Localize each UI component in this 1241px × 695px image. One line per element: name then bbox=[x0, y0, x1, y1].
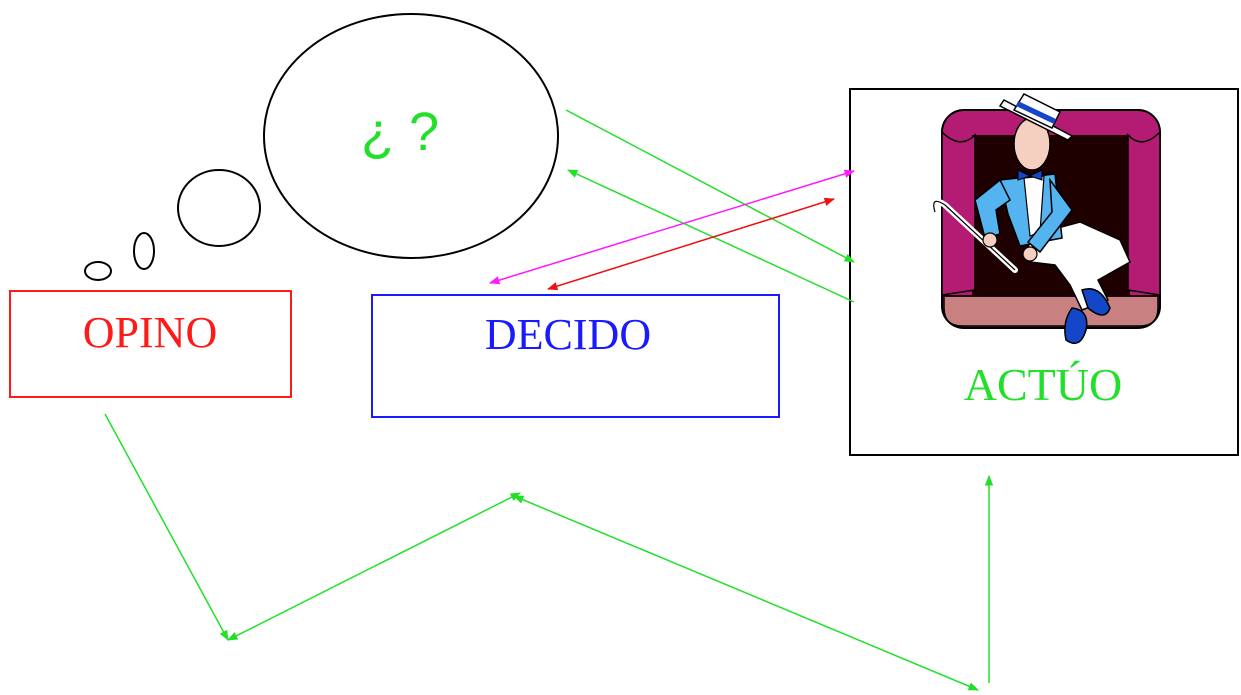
arrow-decido-actuo-red bbox=[546, 197, 836, 291]
opino-box: OPINO bbox=[9, 290, 292, 398]
thought-bubble: ¿ ? bbox=[84, 13, 559, 281]
opino-label: OPINO bbox=[83, 308, 217, 357]
decido-box: DECIDO bbox=[371, 294, 780, 418]
thought-bubble-cloud bbox=[263, 13, 559, 259]
actuo-label: ACTÚO bbox=[964, 359, 1122, 410]
arrow-middle-to-bottom-right bbox=[513, 495, 979, 691]
thought-bubble-dot-small bbox=[84, 261, 112, 281]
actuo-box: ACTÚO bbox=[849, 88, 1239, 456]
arrow-opino-to-bottom-left bbox=[104, 413, 229, 641]
thought-question-text: ¿ ? bbox=[361, 102, 439, 162]
arrow-cloud-to-actuo-upper bbox=[565, 109, 855, 263]
decido-label: DECIDO bbox=[485, 310, 651, 359]
thought-bubble-dot-large bbox=[177, 169, 261, 247]
dancer-on-stage-icon bbox=[930, 93, 1161, 345]
arrows bbox=[104, 109, 994, 691]
thought-bubble-dot-medium bbox=[133, 232, 155, 270]
arrow-actuo-to-cloud bbox=[567, 169, 855, 303]
arrow-bottom-left-to-middle bbox=[227, 492, 521, 641]
